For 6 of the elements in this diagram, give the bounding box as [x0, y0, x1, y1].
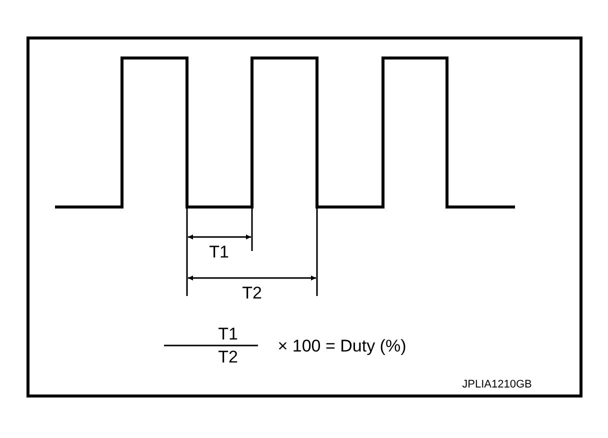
dimension-label: T1 [209, 244, 229, 260]
figure-code: JPLIA1210GB [462, 380, 532, 390]
dimension-label: T2 [242, 284, 262, 302]
numerator: T1 [218, 326, 238, 342]
denominator: T2 [218, 348, 238, 366]
formula-text: × 100 = Duty (%) [278, 338, 406, 354]
